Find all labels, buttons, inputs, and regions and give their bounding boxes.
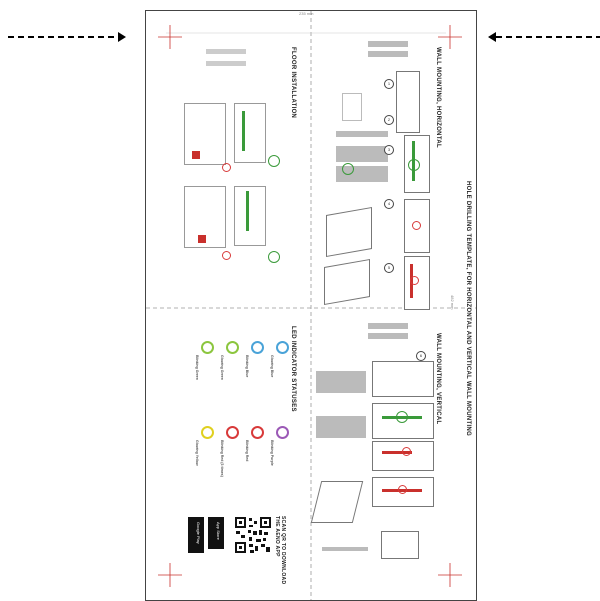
green-ring-icon [201,341,214,354]
qr-code-icon [234,516,272,554]
step-3-badge: 3 [384,145,394,155]
step-1-badge: 1 [384,79,394,89]
step-5-badge: 5 [384,263,394,273]
led-statuses-title: LED INDICATOR STATUSES [290,326,296,412]
right-arrow-indicator [488,32,600,42]
blue-ring-icon [251,341,264,354]
app-store-badge[interactable]: App Store [208,517,224,549]
red-ring-icon [226,426,239,439]
step-4-badge: 4 [384,199,394,209]
top-dimension-label: 235 mm [299,11,314,16]
google-play-badge[interactable]: Google Play [188,517,204,553]
blue-ring-icon [276,341,289,354]
sheet-header-title: HOLE DRILLING TEMPLATE, FOR HORIZONTAL A… [465,181,471,437]
red-ring-icon [251,426,264,439]
side-dimension-label: 482 mm [450,295,455,310]
qr-title: SCAN QR TO DOWNLOAD THE AENO APP [274,516,286,585]
template-sheet: 235 mm HOLE DRILLING TEMPLATE, FOR HORIZ… [145,10,477,601]
wall-horizontal-title: WALL MOUNTING, HORIZONTAL [435,47,441,148]
green-ring-icon [226,341,239,354]
purple-ring-icon [276,426,289,439]
step-6-badge: 6 [416,351,426,361]
wall-vertical-title: WALL MOUNTING, VERTICAL [435,333,441,425]
floor-installation-title: FLOOR INSTALLATION [290,47,296,119]
left-arrow-indicator [8,32,126,42]
step-2-badge: 2 [384,115,394,125]
yellow-ring-icon [201,426,214,439]
